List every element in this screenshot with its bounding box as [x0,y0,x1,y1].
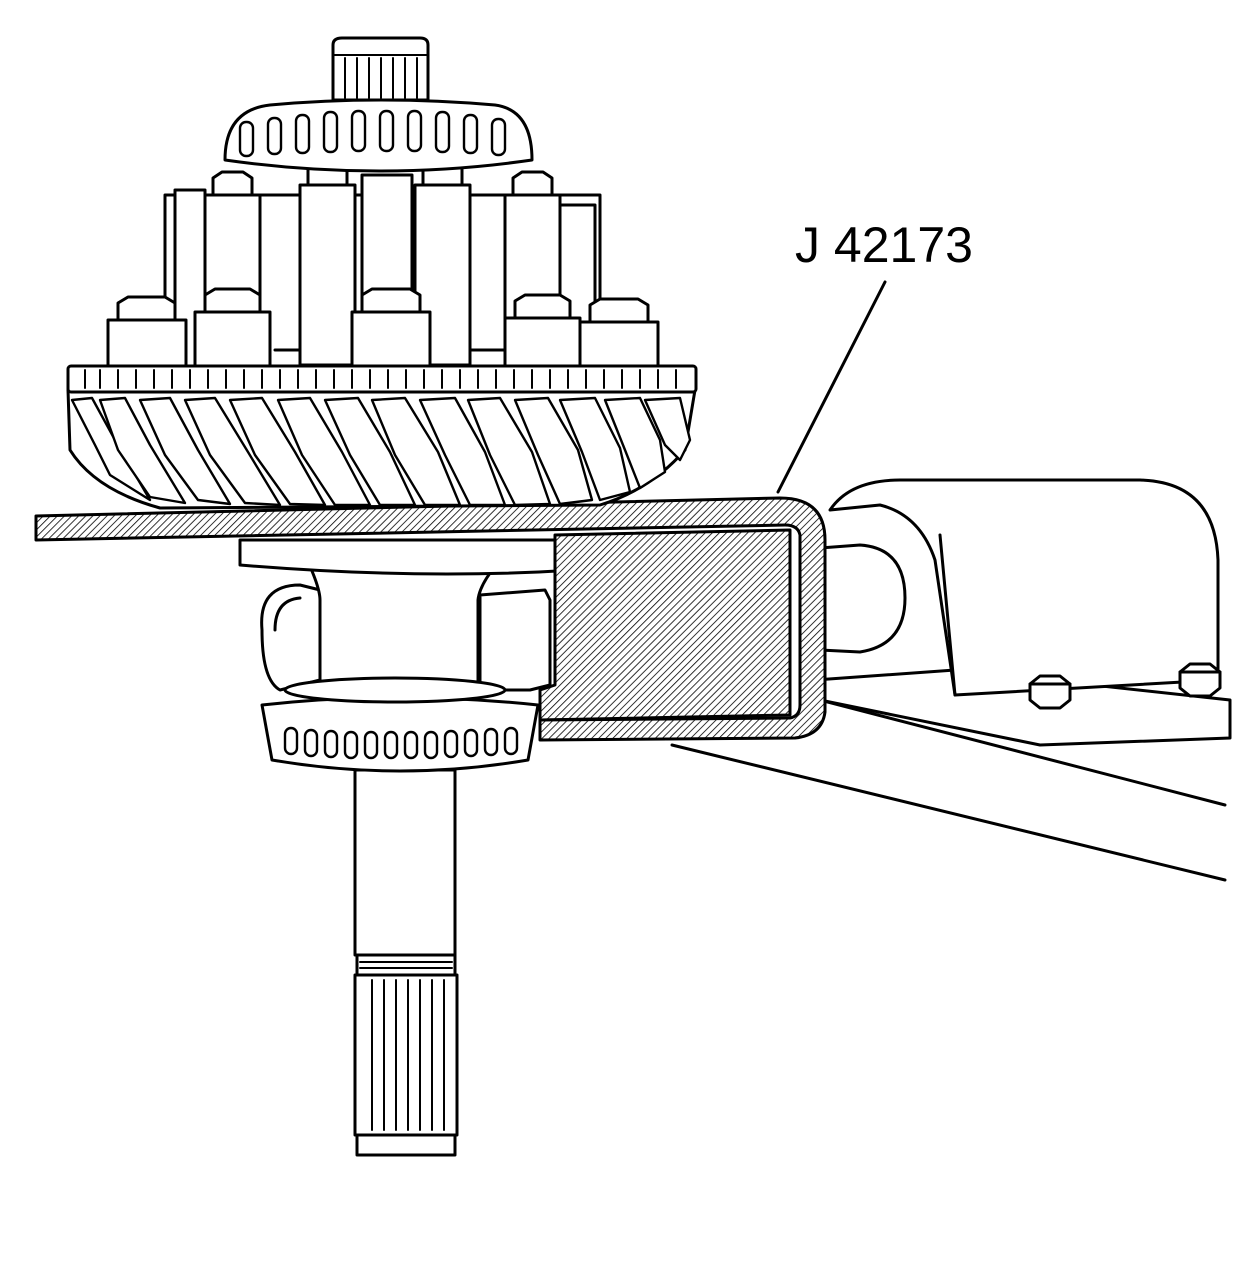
hex-bolt-left [1028,674,1072,710]
ring-gear-flange [66,364,698,394]
tool-callout-label: J 42173 [795,217,973,273]
carrier-hub [238,538,577,704]
press-housing [818,478,1220,697]
upper-bearing [223,98,534,173]
top-stub-shaft [331,36,430,102]
callout-leader-line [776,280,887,494]
hex-bolt-right [1178,662,1222,698]
holding-fixture-j42173 [34,496,827,742]
output-shaft [353,768,459,1157]
ring-gear [66,388,697,510]
lower-bearing [260,696,540,773]
front-bolts [106,287,660,368]
